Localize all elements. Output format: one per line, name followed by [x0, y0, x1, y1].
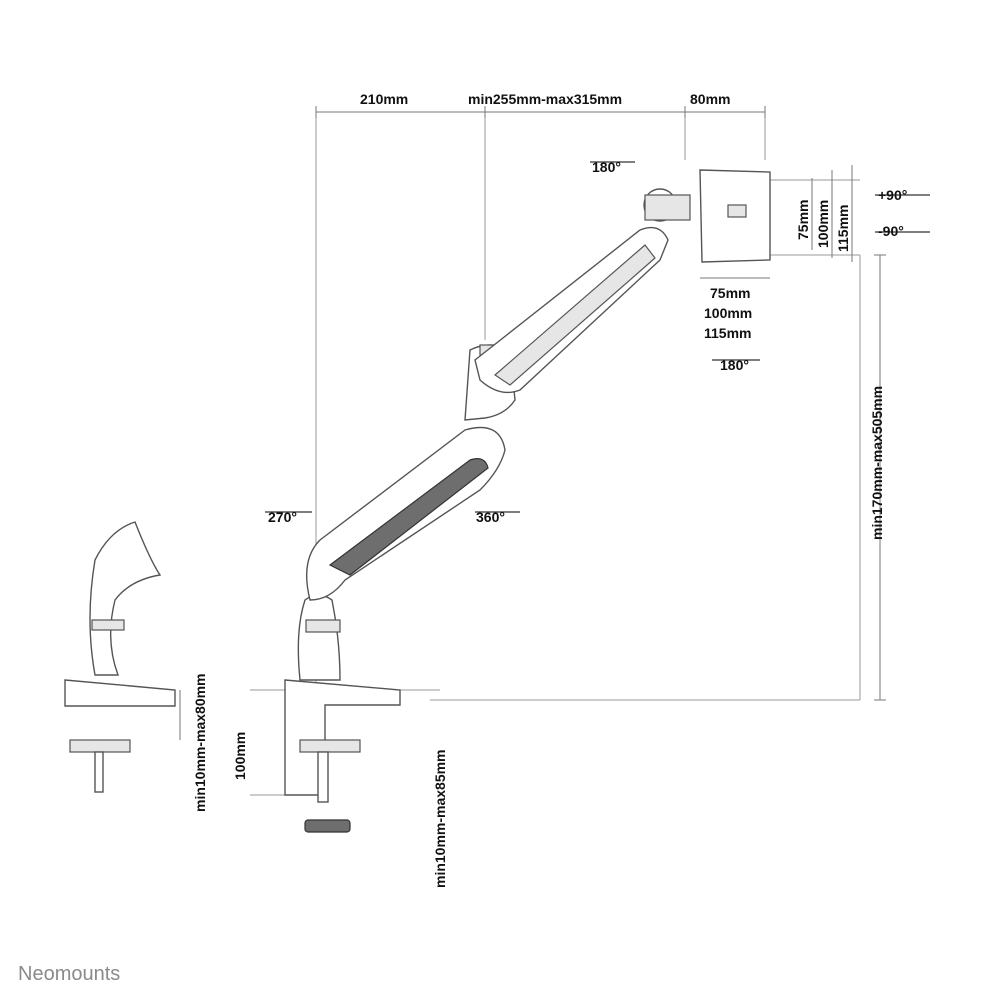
label-vesa-v-100: 100mm	[815, 200, 831, 248]
label-vesa-h-115: 115mm	[704, 325, 751, 341]
label-height-range: min170mm-max505mm	[869, 386, 885, 540]
label-arm-swivel: 270°	[268, 509, 297, 525]
label-arm-reach: min255mm-max315mm	[468, 91, 622, 107]
desk-clamp	[284, 679, 401, 796]
label-vesa-v-115: 115mm	[835, 205, 851, 252]
label-arm-base-width: 210mm	[360, 91, 408, 107]
label-grommet-range: min10mm-max85mm	[432, 749, 448, 888]
label-clamp-height: 100mm	[232, 732, 248, 780]
label-vesa-h-75: 75mm	[710, 285, 750, 301]
label-tilt-down: -90°	[878, 223, 904, 239]
side-view-clamp	[64, 521, 181, 793]
vesa-dimension-lines	[700, 165, 853, 279]
rotation-arrows	[265, 161, 930, 513]
arm-pole	[297, 594, 341, 681]
label-tilt-up: +90°	[878, 187, 907, 203]
label-vesa-h-100: 100mm	[704, 305, 752, 321]
brand-logo: Neomounts	[18, 963, 120, 985]
height-dimension-line	[874, 254, 886, 701]
label-base-swivel: 360°	[476, 509, 505, 525]
label-vesa-v-75: 75mm	[795, 200, 811, 240]
label-rotation-bottom: 180°	[720, 357, 749, 373]
label-desk-clamp-range: min10mm-max80mm	[192, 673, 208, 812]
label-head-swivel: 180°	[592, 159, 621, 175]
arm-assembly	[284, 169, 771, 833]
top-dimension-line	[315, 106, 766, 118]
label-head-depth: 80mm	[690, 91, 730, 107]
